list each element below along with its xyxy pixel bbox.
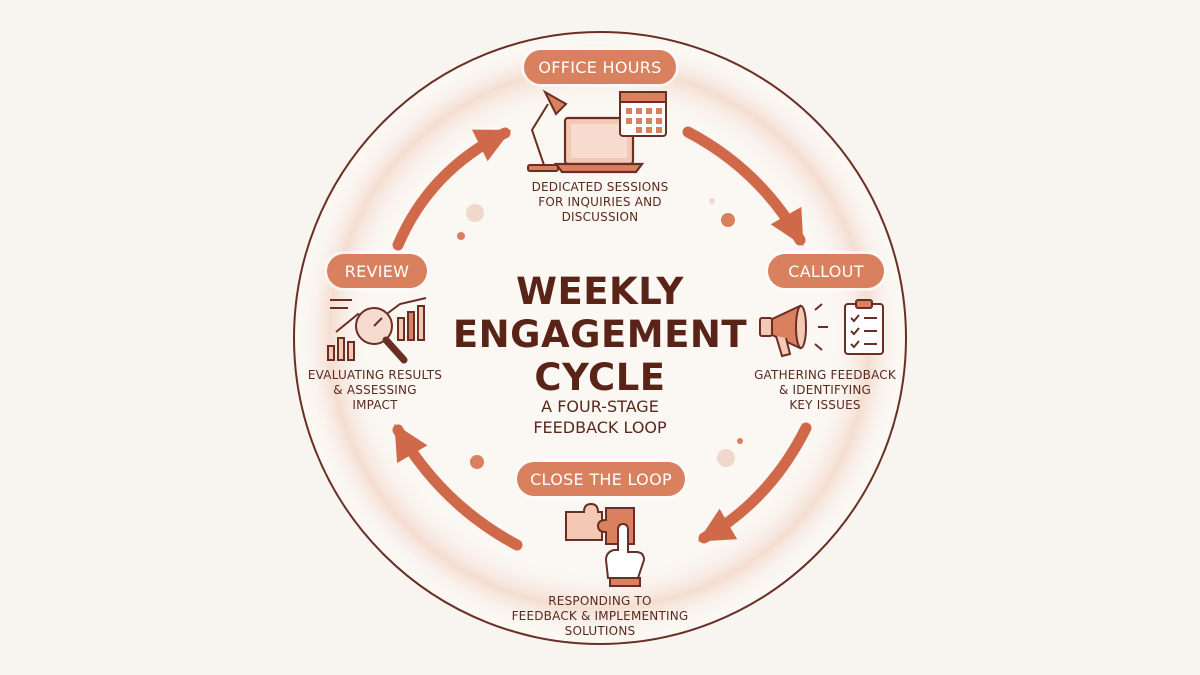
stage-callout-pill: CALLOUT xyxy=(768,254,884,288)
stage-review-label: REVIEW xyxy=(344,261,410,281)
laptop-icon xyxy=(553,116,645,174)
desc-line: RESPONDING TO xyxy=(548,594,652,608)
stage-office-hours-label: OFFICE HOURS xyxy=(538,57,662,77)
desc-line: FOR INQUIRIES AND xyxy=(538,195,662,209)
puzzle-pieces-icon xyxy=(565,502,635,545)
desc-line: & IDENTIFYING xyxy=(778,383,872,397)
title-line: WEEKLY xyxy=(516,270,684,313)
desc-line: IMPACT xyxy=(352,398,398,412)
desc-line: EVALUATING RESULTS xyxy=(307,368,443,382)
stage-review-pill: REVIEW xyxy=(327,254,427,288)
calendar-icon xyxy=(619,91,667,137)
diagram-subtitle: A FOUR-STAGE FEEDBACK LOOP xyxy=(470,396,730,438)
subtitle-line: FEEDBACK LOOP xyxy=(533,418,667,437)
title-line: ENGAGEMENT xyxy=(452,313,748,356)
desc-line: KEY ISSUES xyxy=(789,398,861,412)
arrow-review-to-officehours xyxy=(392,127,512,251)
desk-lamp-icon xyxy=(527,89,568,172)
arrow-callout-to-closeloop xyxy=(697,422,812,544)
diagram-title: WEEKLY ENGAGEMENT CYCLE xyxy=(450,270,750,399)
ring-glow xyxy=(300,38,900,638)
arrow-closeloop-to-review xyxy=(392,423,523,551)
desc-line: DEDICATED SESSIONS xyxy=(531,180,669,194)
stage-callout-label: CALLOUT xyxy=(788,261,864,281)
stage-office-hours-pill: OFFICE HOURS xyxy=(524,50,676,84)
title-line: CYCLE xyxy=(534,356,666,399)
close-the-loop-description: RESPONDING TO FEEDBACK & IMPLEMENTING SO… xyxy=(500,594,700,639)
desc-line: GATHERING FEEDBACK xyxy=(754,368,896,382)
desc-line: SOLUTIONS xyxy=(564,624,636,638)
stage-close-the-loop-label: CLOSE THE LOOP xyxy=(530,469,672,489)
desc-line: & ASSESSING xyxy=(333,383,417,397)
review-description: EVALUATING RESULTS & ASSESSING IMPACT xyxy=(290,368,460,413)
decor-dot xyxy=(737,438,743,444)
magnifier-chart-icon xyxy=(327,297,427,364)
callout-description: GATHERING FEEDBACK & IDENTIFYING KEY ISS… xyxy=(735,368,915,413)
pointing-hand-icon xyxy=(604,522,646,587)
desc-line: DISCUSSION xyxy=(561,210,639,224)
desc-line: FEEDBACK & IMPLEMENTING xyxy=(511,609,689,623)
decor-dot xyxy=(709,198,715,204)
decor-dot xyxy=(466,204,484,222)
decor-dot xyxy=(470,455,484,469)
stage-close-the-loop-pill: CLOSE THE LOOP xyxy=(517,462,685,496)
checklist-clipboard-icon xyxy=(844,299,884,355)
decor-dot xyxy=(721,213,735,227)
arrow-officehours-to-callout xyxy=(682,126,806,247)
megaphone-icon xyxy=(759,303,828,358)
office-hours-description: DEDICATED SESSIONS FOR INQUIRIES AND DIS… xyxy=(500,180,700,225)
decor-dot xyxy=(457,232,465,240)
subtitle-line: A FOUR-STAGE xyxy=(541,397,659,416)
decor-dot xyxy=(717,449,735,467)
